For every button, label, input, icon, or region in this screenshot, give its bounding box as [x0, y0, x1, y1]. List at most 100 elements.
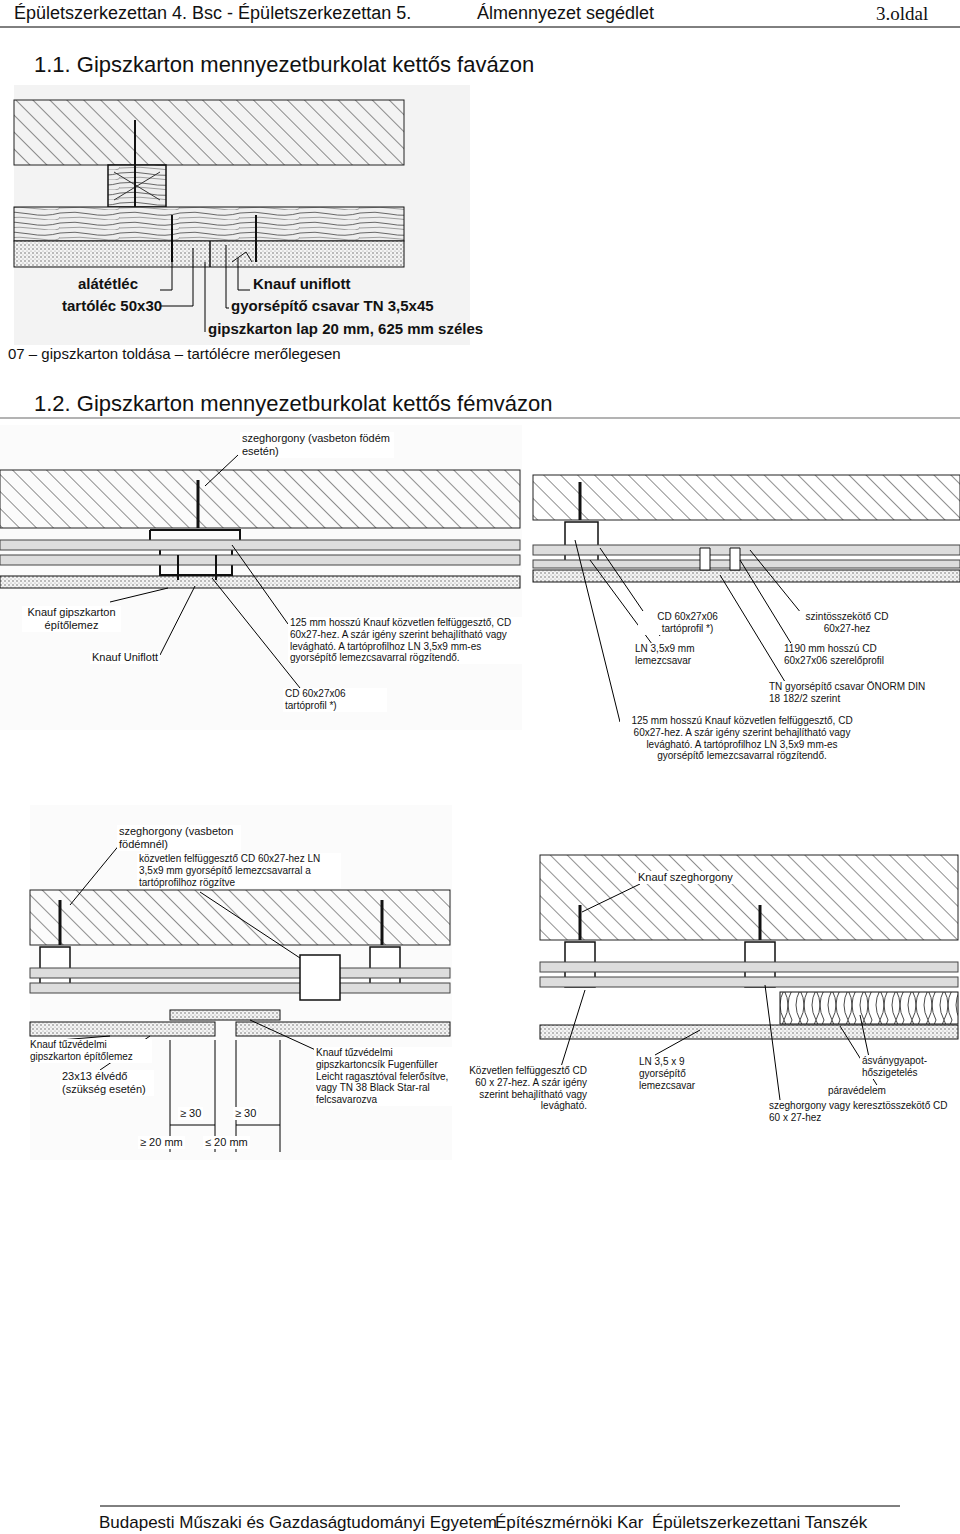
page-rules: [0, 27, 960, 28]
leader-lines: [110, 588, 168, 602]
footer-text: Építészmérnöki Kar: [495, 1513, 643, 1533]
metal-ceiling-figure-b: [700, 548, 740, 570]
fire-ceiling-figure: [59, 900, 62, 945]
fire-ceiling-figure: [30, 1022, 215, 1036]
metal-ceiling-figure-b: [533, 570, 960, 582]
timber-ceiling-figure: [14, 207, 404, 241]
leader-lines: [590, 560, 655, 648]
header-text: Épületszerkezettan 4. Bsc - Épületszerke…: [14, 3, 411, 24]
leader-lines: [160, 228, 172, 290]
dimension-and-leader-lines: [200, 892, 300, 958]
fire-ceiling-figure: [30, 805, 452, 1160]
header-text: Álmennyezet segédlet: [477, 3, 654, 24]
leader-lines: [655, 1030, 700, 1055]
leader-lines: [205, 455, 238, 486]
part-label: 125 mm hosszú Knauf közvetlen felfüggesz…: [620, 715, 864, 762]
leader-lines: [160, 248, 193, 306]
timber-ceiling-figure: [14, 100, 404, 165]
leader-lines: [560, 990, 585, 1070]
part-label: ásványgyapot-hőszigetelés: [860, 1055, 956, 1079]
part-label: Közvetlen felfüggesztő CD 60 x 27-hez. A…: [460, 1065, 589, 1112]
dimension-label: ≤ 20 mm: [203, 1136, 250, 1149]
fire-ceiling-figure: [381, 900, 384, 945]
leader-lines: [226, 245, 229, 308]
dimension-label: ≥ 30: [178, 1107, 203, 1120]
fire-ceiling-figure: [30, 890, 450, 945]
part-label: Knauf gipszkarton építőlemez: [22, 606, 121, 632]
insulated-ceiling-figure: [780, 992, 958, 1024]
section-heading: 1.2. Gipszkarton mennyezetburkolat kettő…: [34, 391, 552, 417]
dimension-and-leader-lines: [250, 1020, 320, 1052]
part-label: gipszkarton lap 20 mm, 625 mm széles: [208, 320, 483, 338]
part-label: CD 60x27x06 tartóprofil *): [283, 688, 387, 712]
metal-ceiling-figure-b: [579, 482, 582, 520]
page-rules: [0, 27, 960, 1506]
figure-caption: 07 – gipszkarton toldása – tartólécre me…: [8, 345, 341, 363]
part-label: 23x13 élvédő (szükség esetén): [60, 1070, 154, 1096]
metal-ceiling-figure-b: [565, 522, 598, 565]
part-label: páravédelem: [826, 1085, 888, 1097]
timber-ceiling-figure: [114, 172, 160, 200]
leader-lines: [582, 884, 640, 912]
metal-ceiling-figure-a: [197, 480, 200, 528]
insulated-ceiling-figure: [540, 855, 958, 940]
timber-ceiling-figure: [232, 252, 252, 262]
metal-ceiling-figure-b: [533, 560, 960, 568]
timber-ceiling-figure: [14, 241, 404, 267]
footer-text: Budapesti Műszaki és Gazdaságtudományi E…: [99, 1513, 497, 1533]
part-label: Knauf Uniflott: [90, 651, 160, 664]
timber-ceiling-figure: [14, 85, 470, 345]
insulated-ceiling-figure: [540, 977, 958, 987]
metal-ceiling-figure-a: [0, 576, 520, 588]
timber-ceiling-figure: [209, 241, 211, 267]
metal-ceiling-figure-a: [0, 555, 520, 565]
metal-ceiling-figure-a: [215, 555, 217, 580]
dimension-label: ≥ 30: [233, 1107, 258, 1120]
metal-ceiling-figure-b: [533, 545, 960, 555]
part-label: LN 3,5 x 9 gyorsépítő lemezcsavar: [637, 1056, 721, 1091]
metal-ceiling-figure-b: [533, 475, 960, 582]
leader-lines: [205, 262, 206, 332]
part-label: gyorsépítő csavar TN 3,5x45: [231, 297, 434, 315]
metal-ceiling-figure-a: [0, 425, 522, 730]
metal-ceiling-figure-a: [0, 540, 520, 550]
leader-lines: [560, 884, 880, 1100]
leader-lines: [232, 545, 288, 624]
leader-lines: [160, 586, 195, 655]
page-rules: [100, 1506, 900, 1507]
fire-ceiling-figure: [236, 1022, 450, 1036]
metal-ceiling-figure-a: [177, 555, 179, 580]
part-label: TN gyorsépítő csavar ÖNORM DIN 18 182/2 …: [767, 681, 941, 705]
timber-ceiling-figure: [255, 215, 257, 262]
fire-ceiling-figure: [170, 1010, 280, 1020]
insulated-ceiling-figure: [540, 1025, 958, 1039]
insulated-ceiling-figure: [540, 855, 958, 1039]
part-label: Knauf szeghorgony: [636, 871, 735, 884]
footer-text: Épületszerkezettani Tanszék: [652, 1513, 867, 1533]
leader-lines: [160, 228, 250, 332]
metal-ceiling-figure-a: [0, 470, 520, 528]
insulated-ceiling-figure: [540, 962, 958, 972]
page-rules: [0, 418, 960, 419]
insulated-ceiling-figure: [579, 905, 582, 940]
page-number: 3.oldal: [876, 3, 928, 25]
part-label: CD 60x27x06 tartóprofil *): [638, 611, 737, 635]
part-label: alátétléc: [78, 275, 138, 293]
part-label: LN 3,5x9 mm lemezcsavar: [633, 643, 717, 667]
part-label: Knauf tűzvédelmi gipszkartoncsík Fugenfü…: [314, 1047, 458, 1106]
part-label: szintösszekötő CD 60x27-hez: [790, 611, 904, 635]
metal-ceiling-figure-a: [0, 425, 522, 730]
part-label: Knauf uniflott: [253, 275, 350, 293]
leader-lines: [212, 578, 300, 688]
part-label: szeghorgony vagy keresztösszekötő CD 60 …: [767, 1100, 956, 1124]
dimension-label: ≥ 20 mm: [138, 1136, 185, 1149]
part-label: 1190 mm hosszú CD 60x27x06 szerelőprofil: [782, 643, 916, 667]
dimension-and-leader-lines: [170, 1125, 280, 1126]
part-label: 125 mm hosszú Knauf közvetlen felfüggesz…: [288, 617, 522, 664]
dimension-and-leader-lines: [170, 1040, 280, 1152]
part-label: Knauf tűzvédelmi gipszkarton építőlemez: [28, 1039, 152, 1063]
fire-ceiling-figure: [30, 968, 450, 978]
leader-lines: [575, 540, 620, 722]
